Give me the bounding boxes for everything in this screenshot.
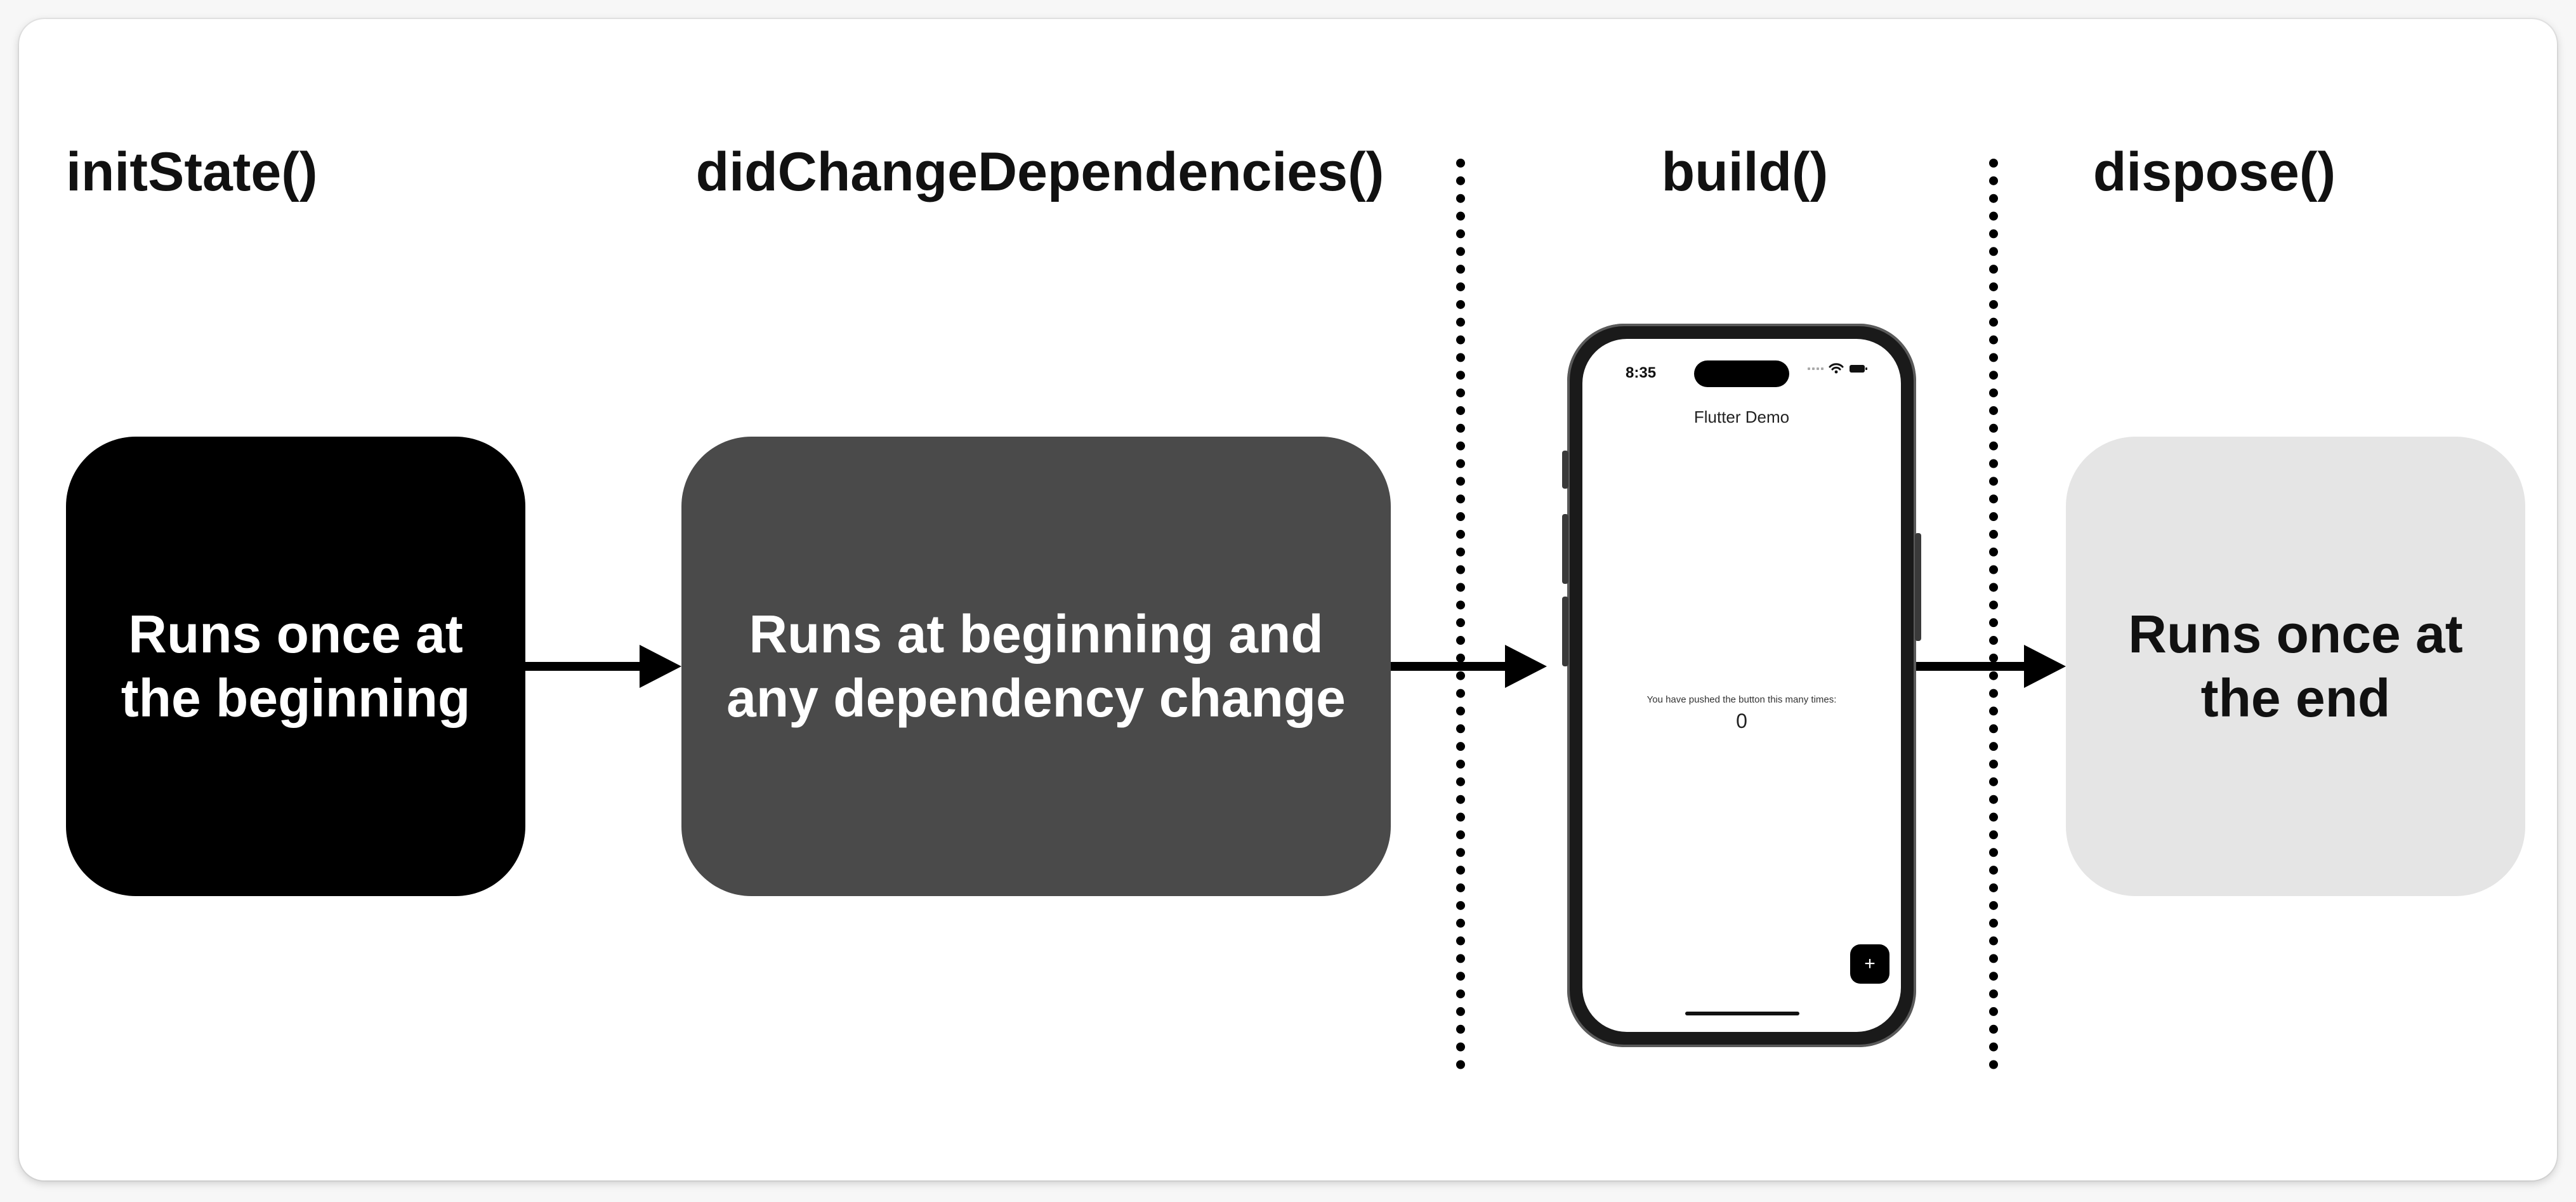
- dispose-description: Runs once at the end: [2128, 604, 2463, 728]
- increment-button[interactable]: +: [1850, 944, 1889, 984]
- phone-mockup: 8:35 Flutter Demo: [1562, 324, 1921, 1047]
- arrow-init-to-did-change: [525, 645, 681, 688]
- wifi-icon: [1829, 363, 1844, 374]
- counter-value: 0: [1736, 710, 1747, 732]
- stage-title-dispose: dispose(): [2093, 142, 2336, 202]
- diagram-card: initState() didChangeDependencies() buil…: [19, 19, 2557, 1180]
- dynamic-island: [1694, 360, 1789, 387]
- battery-icon: [1850, 365, 1867, 373]
- stage-title-did-change-dependencies: didChangeDependencies(): [695, 142, 1384, 202]
- phone-screen: 8:35 Flutter Demo: [1582, 339, 1901, 1032]
- stage-title-build: build(): [1661, 142, 1829, 202]
- home-indicator: [1685, 1012, 1799, 1015]
- arrow-build-to-dispose: [1897, 645, 2066, 688]
- arrow-did-change-to-build: [1391, 645, 1547, 688]
- dispose-box: Runs once at the end: [2066, 437, 2525, 896]
- did-change-dependencies-description: Runs at beginning and any dependency cha…: [726, 604, 1346, 728]
- app-title: Flutter Demo: [1693, 407, 1790, 426]
- init-state-box: Runs once at the beginning: [66, 437, 525, 896]
- init-state-description: Runs once at the beginning: [121, 604, 471, 728]
- phone-side-button: [1562, 451, 1568, 489]
- status-icons: [1808, 363, 1868, 374]
- status-time: 8:35: [1626, 364, 1657, 381]
- phone-power-button: [1915, 533, 1921, 641]
- phone-volume-down: [1562, 597, 1568, 666]
- phone-volume-up: [1562, 514, 1568, 584]
- counter-message: You have pushed the button this many tim…: [1646, 694, 1837, 705]
- signal-icon: [1808, 367, 1824, 370]
- divider-before-build: [1456, 159, 1465, 1069]
- did-change-dependencies-box: Runs at beginning and any dependency cha…: [681, 437, 1391, 896]
- divider-after-build: [1989, 159, 1998, 1069]
- stage-title-init-state: initState(): [66, 142, 318, 202]
